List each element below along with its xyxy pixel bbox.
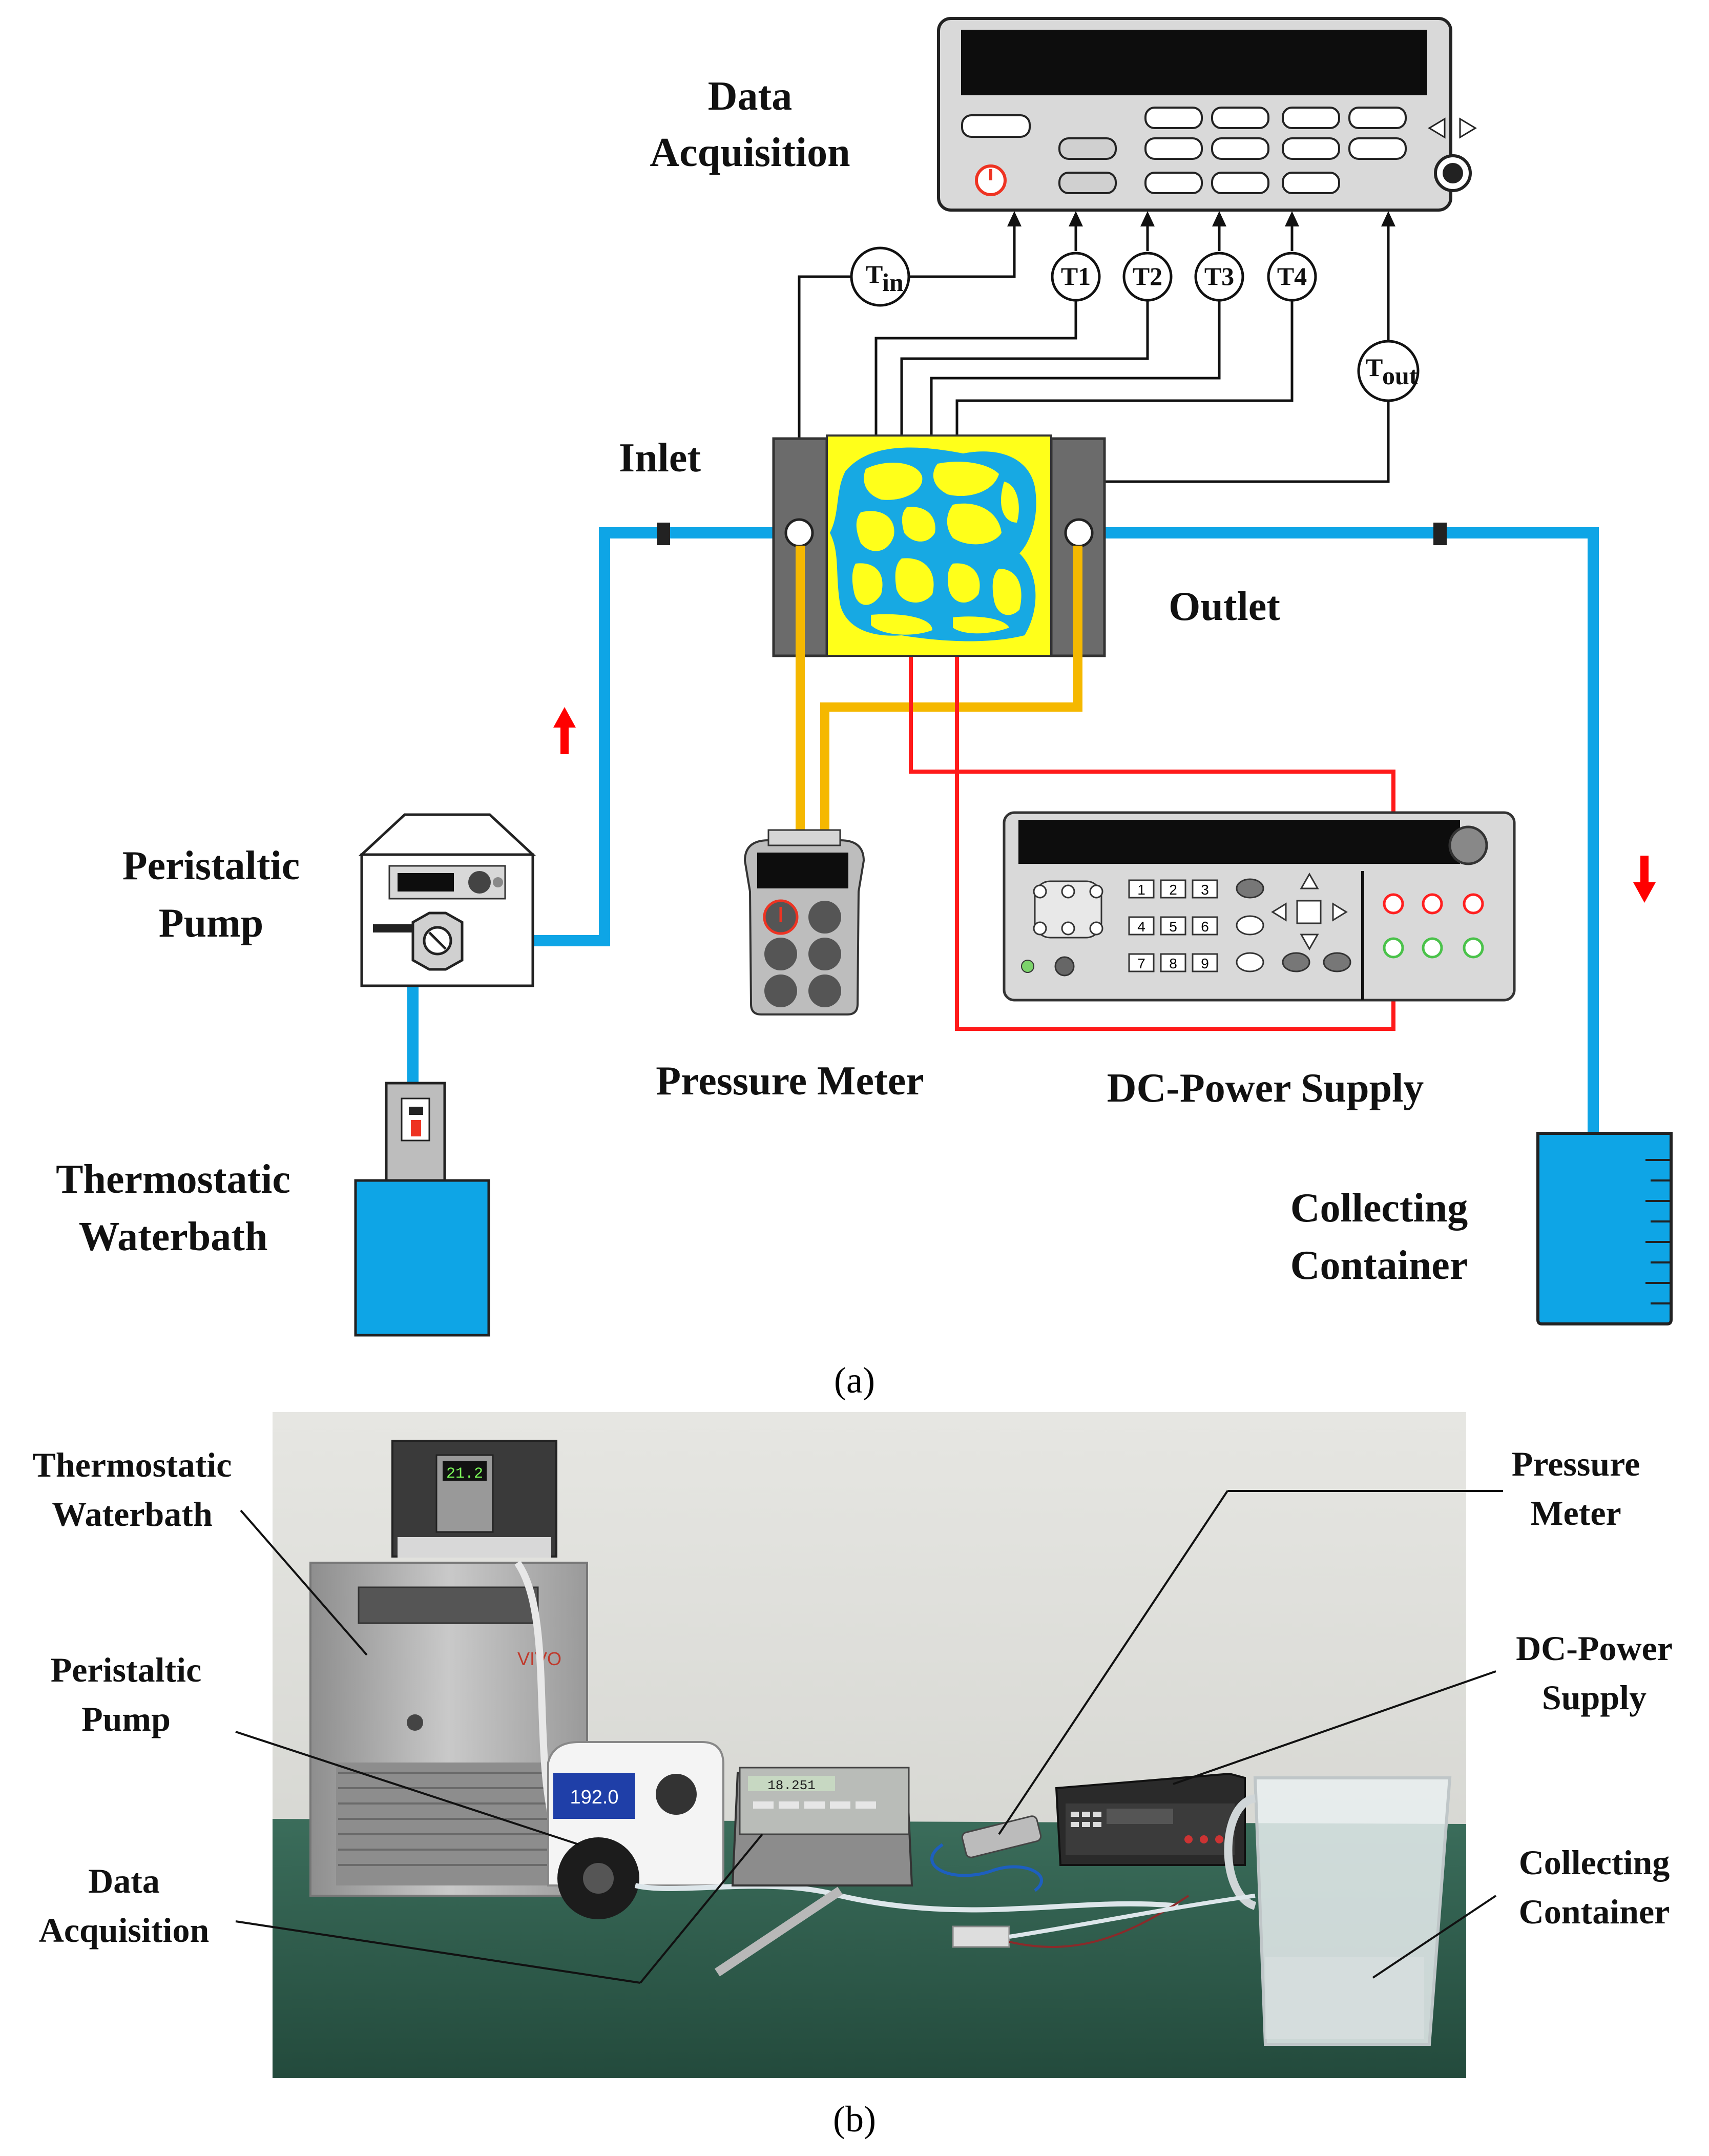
key-7: 7 — [1137, 956, 1145, 971]
photo-label-thermostatic-waterbath-1: Thermostatic — [32, 1445, 232, 1484]
label-collecting-container-1: Collecting — [1290, 1186, 1468, 1231]
panel-a-schematic: T in T1 T2 T3 T4 T out — [56, 17, 1673, 1401]
label-data-acquisition-1: Data — [708, 74, 792, 119]
photo-label-data-acquisition-1: Data — [88, 1861, 160, 1900]
water-tubing — [407, 527, 1599, 1132]
label-pressure-meter: Pressure Meter — [656, 1059, 924, 1104]
photo-data-acquisition: 18.251 — [731, 1767, 913, 1886]
photo-label-peristaltic-pump-2: Pump — [81, 1699, 171, 1738]
wire-arrowheads — [1007, 211, 1395, 226]
daq-display: 18.251 — [767, 1778, 816, 1793]
t3-label: T3 — [1204, 262, 1234, 291]
t-out-main: T — [1366, 353, 1383, 382]
pressure-meter-device — [743, 829, 865, 1015]
key-5: 5 — [1169, 919, 1177, 935]
collecting-container-device — [1536, 1132, 1673, 1325]
photo-collecting-container — [1224, 1776, 1452, 2046]
key-9: 9 — [1201, 956, 1209, 971]
photo-dc-power-supply — [1055, 1772, 1246, 1866]
annotation-leader-lines — [235, 1490, 1503, 1984]
label-inlet: Inlet — [619, 436, 701, 481]
label-data-acquisition-2: Acquisition — [650, 130, 850, 175]
thermocouple-wires — [798, 220, 1390, 533]
photo-label-pressure-meter-1: Pressure — [1512, 1444, 1640, 1483]
t-in-main: T — [866, 260, 883, 288]
label-dc-power-supply: DC-Power Supply — [1107, 1066, 1424, 1111]
photo-label-data-acquisition-2: Acquisition — [39, 1911, 210, 1950]
photo-label-dc-power-supply-2: Supply — [1542, 1678, 1647, 1717]
key-1: 1 — [1137, 882, 1145, 898]
t2-label: T2 — [1133, 262, 1162, 291]
t4-label: T4 — [1277, 262, 1307, 291]
left-arrow-icon — [1428, 117, 1446, 139]
flow-arrows — [553, 707, 1656, 903]
label-peristaltic-pump-2: Pump — [159, 901, 264, 946]
t-out-sensor — [1357, 340, 1420, 402]
t-in-sensor — [850, 246, 910, 307]
photo-label-thermostatic-waterbath-2: Waterbath — [52, 1495, 213, 1533]
pressure-tubing — [796, 546, 1082, 830]
caption-a: (a) — [834, 1360, 875, 1401]
key-4: 4 — [1137, 919, 1145, 935]
photo-bench-components — [715, 1886, 1256, 1977]
panel-b-photo: VIVO 21.2 192.0 18.251 — [32, 1412, 1673, 2140]
caption-b: (b) — [833, 2099, 876, 2140]
key-6: 6 — [1201, 919, 1209, 935]
dc-power-supply-device: 1 2 3 4 5 6 7 8 9 — [1003, 811, 1516, 1002]
label-peristaltic-pump-1: Peristaltic — [122, 843, 300, 888]
t3-sensor — [1194, 252, 1244, 302]
photo-label-dc-power-supply-1: DC-Power — [1516, 1629, 1673, 1668]
label-thermostatic-waterbath-1: Thermostatic — [56, 1157, 290, 1202]
outlet-connector — [1433, 523, 1447, 545]
label-collecting-container-2: Container — [1290, 1243, 1468, 1288]
label-thermostatic-waterbath-2: Waterbath — [79, 1214, 268, 1259]
data-acquisition-device — [937, 17, 1477, 212]
thermostatic-waterbath-device — [354, 1082, 490, 1337]
key-2: 2 — [1169, 882, 1177, 898]
daq-button — [961, 114, 1031, 138]
right-arrow-icon — [1459, 117, 1477, 139]
inlet-connector — [657, 523, 670, 545]
waterbath-display: 21.2 — [446, 1465, 483, 1483]
photo-label-collecting-container-2: Container — [1519, 1892, 1670, 1931]
peristaltic-pump-device — [358, 813, 536, 987]
photo-peristaltic-pump: 192.0 — [547, 1741, 1179, 1919]
photo-label-pressure-meter-2: Meter — [1530, 1494, 1621, 1532]
microchannel-heat-sink — [772, 434, 1106, 657]
pump-display: 192.0 — [570, 1787, 618, 1808]
photo-label-collecting-container-1: Collecting — [1519, 1843, 1670, 1882]
key-3: 3 — [1201, 882, 1209, 898]
photo-label-peristaltic-pump-1: Peristaltic — [51, 1650, 202, 1689]
t1-sensor — [1051, 252, 1101, 302]
photo-pressure-meter — [930, 1815, 1043, 1892]
t-out-sub: out — [1382, 361, 1418, 390]
photo-waterbath: VIVO 21.2 — [309, 1440, 588, 1897]
key-8: 8 — [1169, 956, 1177, 971]
t2-sensor — [1122, 252, 1173, 302]
t-in-sub: in — [882, 268, 904, 297]
t4-sensor — [1267, 252, 1317, 302]
direction-pad-icon — [1271, 872, 1348, 951]
t1-label: T1 — [1061, 262, 1091, 291]
label-outlet: Outlet — [1169, 584, 1280, 629]
